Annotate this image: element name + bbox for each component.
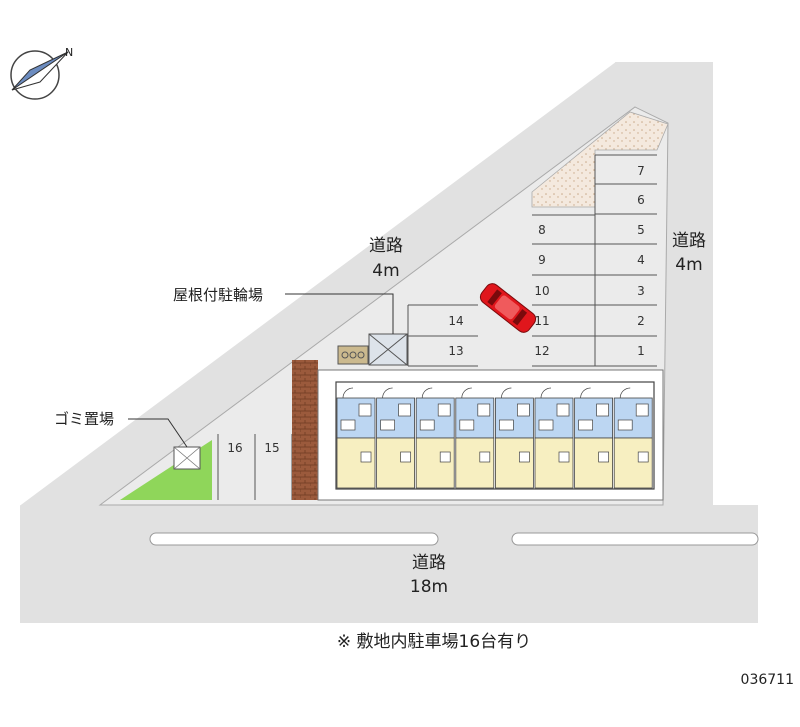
unit-door bbox=[501, 387, 512, 399]
parking-space-number: 10 bbox=[534, 284, 549, 298]
unit-room bbox=[415, 437, 455, 489]
road-right-width: 4m bbox=[675, 255, 702, 275]
parking-space-number: 7 bbox=[637, 164, 645, 178]
unit-fixture bbox=[437, 403, 451, 417]
listing-code: 036711 bbox=[741, 672, 794, 688]
road-diagonal-name: 道路 bbox=[369, 236, 403, 256]
right-road bbox=[663, 62, 713, 505]
unit-fixture bbox=[459, 419, 475, 431]
unit-fixture bbox=[380, 419, 395, 431]
unit-room bbox=[455, 437, 495, 489]
road-bottom-width: 18m bbox=[410, 577, 448, 597]
parking-space-number: 14 bbox=[448, 314, 463, 328]
parking-space-number: 4 bbox=[637, 253, 645, 267]
garbage-label: ゴミ置場 bbox=[54, 410, 114, 428]
unit-door bbox=[580, 387, 591, 399]
unit-fixture bbox=[499, 419, 514, 431]
bike-parking bbox=[337, 333, 408, 366]
parking-upper-numbers: 14 13 bbox=[448, 314, 463, 358]
road-right-name: 道路 bbox=[672, 231, 706, 251]
parking-space-number: 2 bbox=[637, 314, 645, 328]
unit-fixture bbox=[360, 451, 372, 463]
parking-space-number: 5 bbox=[637, 223, 645, 237]
unit-door bbox=[540, 387, 552, 399]
parking-space-number: 6 bbox=[637, 193, 645, 207]
parking-space-number: 1 bbox=[637, 344, 645, 358]
unit-fixture bbox=[439, 451, 451, 463]
parking-note: ※ 敷地内駐車場16台有り bbox=[337, 632, 531, 652]
unit-fixture bbox=[596, 403, 609, 417]
median-left bbox=[149, 532, 439, 546]
unit-fixture bbox=[637, 451, 649, 463]
unit-fixture bbox=[398, 403, 411, 417]
parking-space-number: 13 bbox=[448, 344, 463, 358]
compass-icon: N bbox=[10, 46, 73, 100]
parking-space-number: 15 bbox=[264, 441, 279, 455]
car-icon bbox=[479, 283, 537, 333]
parking-space-number: 11 bbox=[534, 314, 549, 328]
unit-fixture bbox=[617, 419, 633, 431]
parking-space-number: 12 bbox=[534, 344, 549, 358]
bike-leader bbox=[285, 293, 394, 334]
unit-fixture bbox=[400, 451, 411, 463]
compass-north-label: N bbox=[65, 46, 73, 59]
unit-room bbox=[494, 437, 534, 489]
unit-fixture bbox=[519, 451, 530, 463]
unit-room bbox=[574, 437, 613, 489]
unit-fixture bbox=[358, 403, 372, 417]
unit-room bbox=[336, 437, 376, 489]
parking-upper-left bbox=[407, 304, 478, 367]
parking-space-number: 8 bbox=[538, 223, 546, 237]
unit-fixture bbox=[598, 451, 609, 463]
unit-fixture bbox=[558, 451, 570, 463]
unit-fixture bbox=[477, 403, 491, 417]
parking-left bbox=[532, 214, 595, 367]
unit-fixture bbox=[340, 419, 356, 431]
garbage-area bbox=[173, 446, 201, 470]
unit-room bbox=[376, 437, 416, 489]
unit-fixture bbox=[479, 451, 491, 463]
unit-room bbox=[613, 437, 653, 489]
unit-fixture bbox=[538, 419, 554, 431]
unit-door bbox=[421, 387, 433, 399]
parking-space-number: 9 bbox=[538, 253, 546, 267]
unit-fixture bbox=[556, 403, 570, 417]
garbage-leader bbox=[128, 418, 188, 448]
unit-fixture bbox=[578, 419, 593, 431]
bike-parking-label: 屋根付駐輪場 bbox=[173, 286, 263, 304]
unit-door bbox=[382, 387, 393, 399]
unit-door bbox=[461, 387, 472, 399]
apartment-building bbox=[317, 369, 664, 501]
unit-room bbox=[534, 437, 574, 489]
unit-fixture bbox=[419, 419, 435, 431]
unit-door bbox=[342, 387, 354, 399]
sand-area bbox=[531, 111, 669, 208]
parking-right bbox=[594, 154, 657, 367]
parking-left-numbers: 8 9 10 11 12 bbox=[534, 223, 549, 358]
parking-right-numbers: 7 6 5 4 3 2 1 bbox=[637, 164, 645, 358]
unit-fixture bbox=[517, 403, 530, 417]
parking-space-number: 3 bbox=[637, 284, 645, 298]
median-right bbox=[511, 532, 759, 546]
bottom-road bbox=[20, 505, 758, 623]
road-diagonal-width: 4m bbox=[372, 261, 399, 281]
unit-fixture bbox=[635, 403, 649, 417]
road-bottom-name: 道路 bbox=[412, 553, 446, 573]
parking-space-number: 16 bbox=[227, 441, 242, 455]
brick-wall bbox=[292, 360, 318, 500]
unit-door bbox=[619, 387, 631, 399]
